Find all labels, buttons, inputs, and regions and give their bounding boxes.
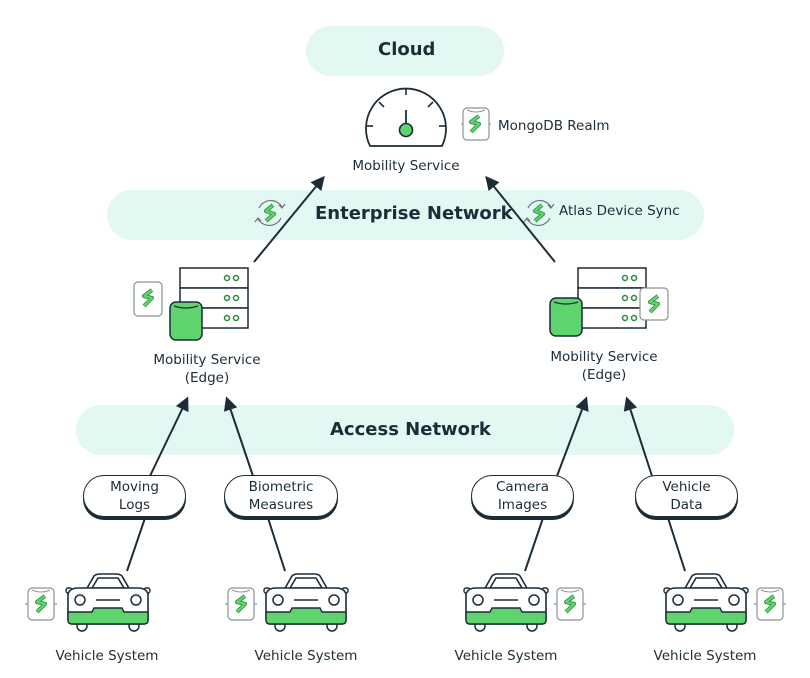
mongodb-realm-label: MongoDB Realm: [498, 118, 610, 134]
pill-line1: Camera: [496, 479, 549, 495]
atlas-device-sync-label: Atlas Device Sync: [559, 203, 680, 219]
vehicle-system-label: Vehicle System: [454, 648, 558, 664]
access-network-title: Access Network: [330, 419, 491, 440]
pill-line2: Data: [670, 497, 703, 513]
enterprise-network-title: Enterprise Network: [315, 203, 513, 224]
arrow-biometric-to-edge: [223, 396, 254, 477]
pill-line2: Logs: [118, 497, 151, 513]
data-flow-camera-images: Camera Images: [471, 475, 574, 517]
cloud-title: Cloud: [378, 39, 436, 60]
pill-line1: Biometric: [248, 479, 314, 495]
arrow-camera-to-edge: [556, 396, 589, 477]
realm-database-icon: [461, 107, 491, 141]
edge-right-label-line1: Mobility Service: [550, 349, 658, 365]
edge-left-label-line1: Mobility Service: [153, 352, 261, 368]
edge-left-label-line2: (Edge): [184, 370, 230, 386]
pill-line1: Vehicle: [662, 479, 711, 495]
sync-icon: [254, 199, 286, 227]
data-flow-moving-logs: Moving Logs: [83, 475, 186, 517]
server-rack-icon: [549, 267, 669, 337]
arrow-edge-left-to-cloud: [253, 175, 325, 263]
gauge-icon: [365, 87, 447, 147]
realm-database-icon: [25, 587, 57, 621]
car-icon: [65, 573, 151, 632]
realm-database-icon: [754, 587, 786, 621]
edge-right-label-line2: (Edge): [581, 367, 627, 383]
pill-line2: Images: [497, 497, 548, 513]
link-car4-to-vehicle-data: [667, 517, 686, 572]
vehicle-system-label: Vehicle System: [653, 648, 757, 664]
enterprise-network-band: [107, 190, 704, 240]
car-icon: [663, 573, 749, 632]
access-network-band: [76, 405, 734, 455]
realm-database-icon: [554, 587, 586, 621]
link-car2-to-biometric: [267, 517, 286, 572]
cloud-mobility-service-label: Mobility Service: [352, 158, 460, 174]
cloud-band: [306, 26, 504, 76]
arrow-moving-logs-to-edge: [149, 396, 189, 477]
car-icon: [263, 573, 349, 632]
vehicle-system-label: Vehicle System: [55, 648, 159, 664]
arrow-edge-right-to-cloud: [485, 175, 556, 263]
arrow-vehicle-data-to-edge: [623, 396, 653, 477]
link-car1-to-moving-logs: [126, 517, 146, 572]
realm-database-icon: [225, 587, 257, 621]
data-flow-vehicle-data: Vehicle Data: [635, 475, 738, 517]
server-rack-icon: [133, 267, 249, 341]
pill-line2: Measures: [248, 497, 314, 513]
pill-line1: Moving: [110, 479, 159, 495]
data-flow-biometric-measures: Biometric Measures: [224, 475, 338, 517]
link-car3-to-camera: [524, 517, 544, 572]
car-icon: [463, 573, 549, 632]
vehicle-system-label: Vehicle System: [254, 648, 358, 664]
sync-icon: [523, 199, 555, 227]
